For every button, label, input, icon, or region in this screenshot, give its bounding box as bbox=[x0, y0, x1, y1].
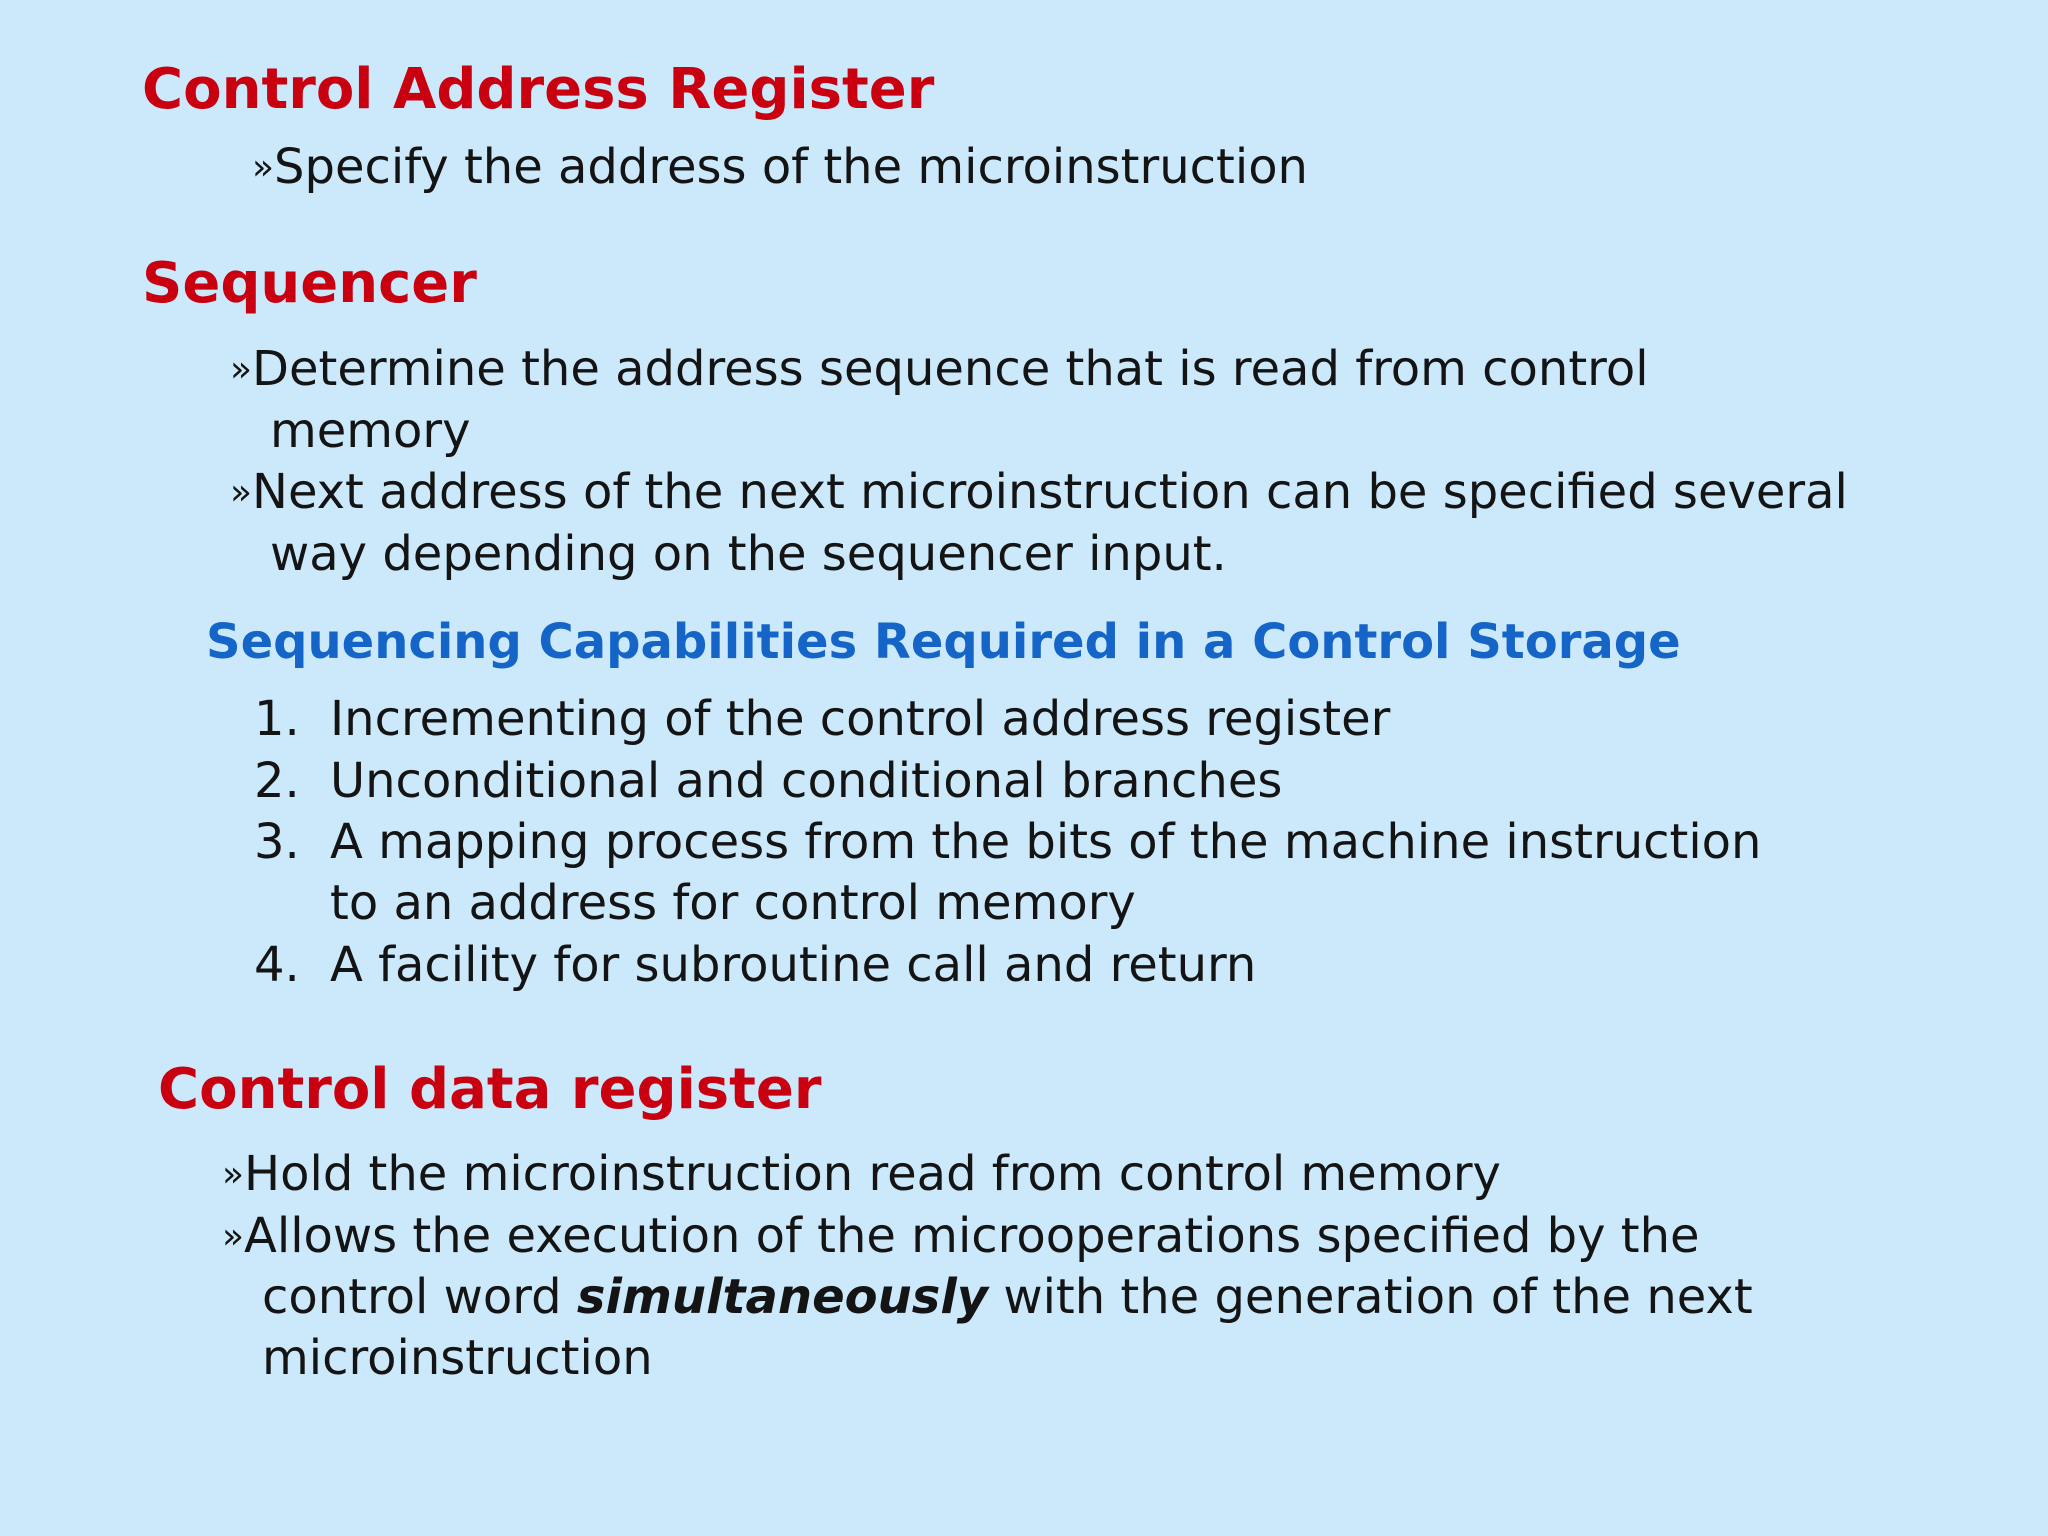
bullet-marker: » bbox=[252, 147, 275, 188]
cdr-item-2-line-2-pre: control word bbox=[262, 1269, 577, 1325]
list-item-text: Unconditional and conditional branches bbox=[330, 753, 1283, 809]
list-item-text: A facility for subroutine call and retur… bbox=[330, 937, 1257, 993]
sequencer-bullet-item-2: »Next address of the next microinstructi… bbox=[230, 461, 1848, 524]
cdr-item-2-line-3: microinstruction bbox=[262, 1330, 653, 1386]
capability-list-item-1: 1. Incrementing of the control address re… bbox=[254, 688, 1390, 750]
car-item-text: Specify the address of the microinstruct… bbox=[274, 139, 1308, 195]
bullet-marker: » bbox=[230, 349, 253, 390]
heading-control-data-register: Control data register bbox=[158, 1057, 822, 1122]
bullet-marker: » bbox=[222, 1154, 245, 1195]
sequencer-bullet-item-1: »Determine the address sequence that is … bbox=[230, 338, 1649, 401]
list-number: 2. bbox=[254, 753, 300, 809]
sequencer-item-1-line-1: Determine the address sequence that is r… bbox=[252, 341, 1649, 397]
capability-list-item-4: 4. A facility for subroutine call and ret… bbox=[254, 934, 1256, 996]
heading-control-address-register: Control Address Register bbox=[142, 57, 935, 122]
list-number: 4. bbox=[254, 937, 300, 993]
cdr-item-2-line-2-post: with the generation of the next bbox=[988, 1269, 1753, 1325]
list-item-text: Incrementing of the control address regi… bbox=[330, 691, 1391, 747]
capability-list-item-3-line-2: to an address for control memory bbox=[330, 875, 1136, 931]
cdr-item-1-text: Hold the microinstruction read from cont… bbox=[244, 1146, 1501, 1202]
car-bullet-item: »Specify the address of the microinstruc… bbox=[252, 136, 1308, 199]
heading-sequencing-capabilities: Sequencing Capabilities Required in a Co… bbox=[206, 614, 1681, 670]
list-number: 1. bbox=[254, 691, 300, 747]
sequencer-item-2-line-2: way depending on the sequencer input. bbox=[270, 526, 1227, 582]
capability-list-item-2: 2. Unconditional and conditional branches bbox=[254, 750, 1282, 812]
emphasis-simultaneously: simultaneously bbox=[576, 1269, 989, 1325]
sequencer-item-2-line-1: Next address of the next microinstructio… bbox=[252, 464, 1848, 520]
bullet-marker: » bbox=[230, 472, 253, 513]
list-item-text: A mapping process from the bits of the m… bbox=[330, 814, 1762, 870]
cdr-item-2-line-1: Allows the execution of the microoperati… bbox=[244, 1208, 1700, 1264]
heading-sequencer: Sequencer bbox=[142, 251, 477, 316]
sequencer-item-1-line-2: memory bbox=[270, 403, 471, 459]
cdr-bullet-item-1: »Hold the microinstruction read from con… bbox=[222, 1143, 1501, 1206]
capability-list-item-3: 3. A mapping process from the bits of the… bbox=[254, 811, 1761, 873]
cdr-bullet-item-2: »Allows the execution of the microoperat… bbox=[222, 1205, 1700, 1268]
cdr-item-2-line-2: control word simultaneously with the gen… bbox=[262, 1266, 1753, 1328]
bullet-marker: » bbox=[222, 1216, 245, 1257]
list-number: 3. bbox=[254, 814, 300, 870]
